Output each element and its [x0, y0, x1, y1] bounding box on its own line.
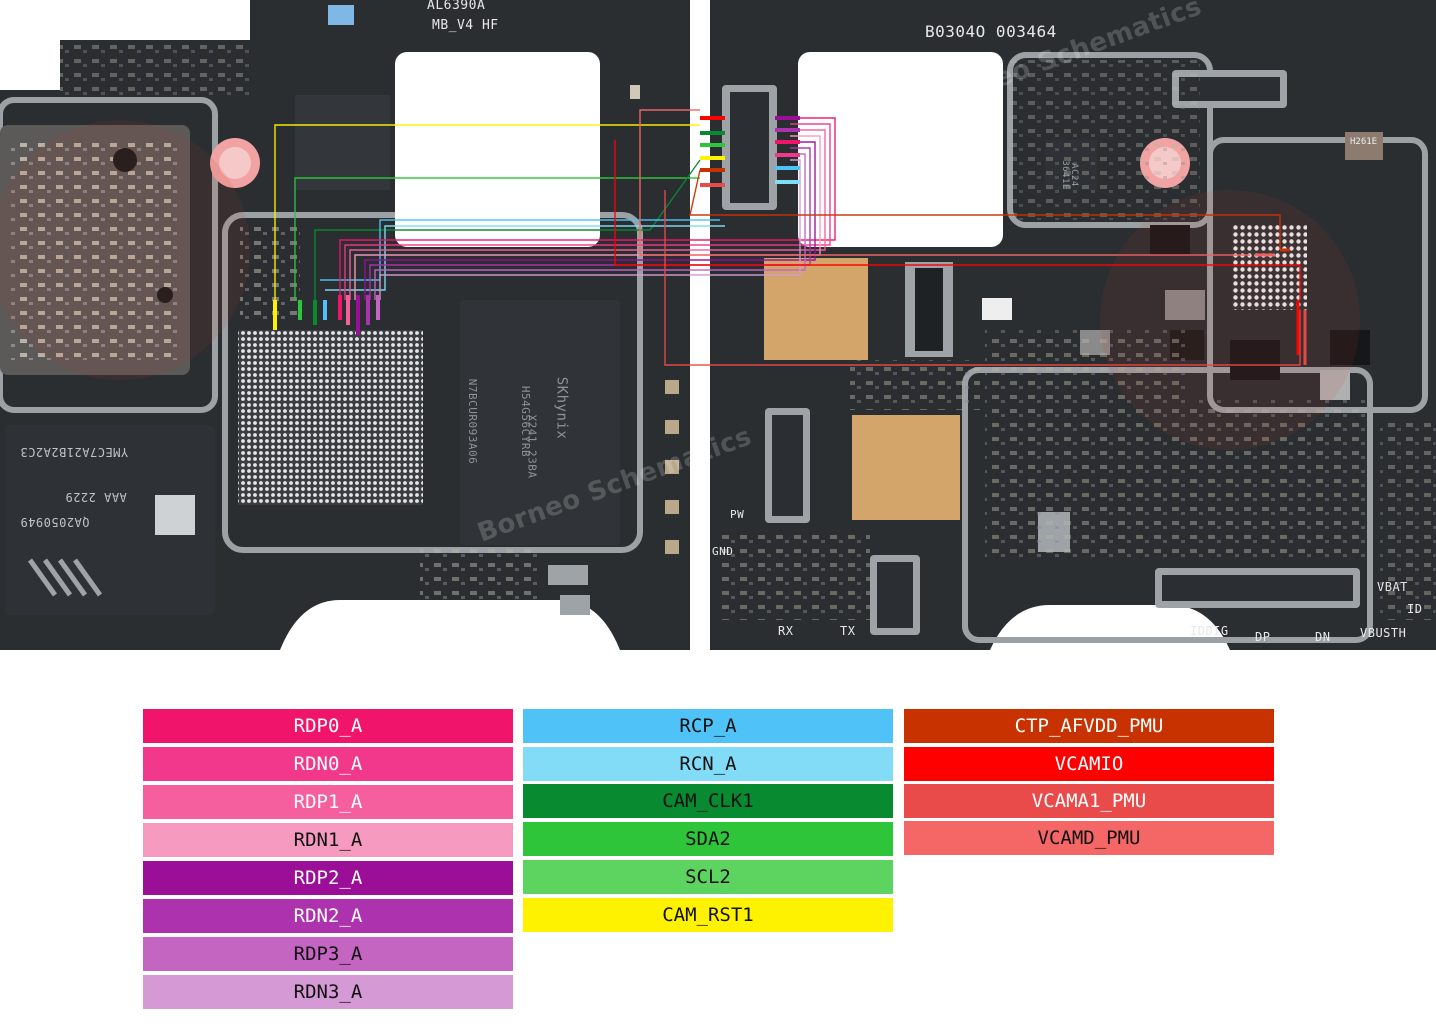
emmc-line2-label: AAA 2229	[65, 490, 127, 504]
legend-item: CTP_AFVDD_PMU	[904, 709, 1274, 743]
board-version-label: MB_V4 HF	[432, 18, 499, 33]
vbat-label: VBAT	[1377, 580, 1408, 594]
ram-code3-label: N7BCUR093A06	[466, 378, 480, 465]
legend-item: RDN3_A	[143, 975, 513, 1009]
ram-brand-label: SKhynix	[553, 376, 570, 440]
emmc-line3-label: QA2050949	[20, 515, 90, 529]
dn-label: DN	[1315, 630, 1331, 644]
board-serial-label: B0304O 003464	[925, 22, 1057, 41]
legend-item: RDP2_A	[143, 861, 513, 895]
gnd-label: GND	[712, 545, 734, 558]
legend-item: VCAMA1_PMU	[904, 784, 1274, 818]
ram-code2-label: X241 23BA	[525, 414, 539, 479]
pw-label: PW	[730, 508, 745, 521]
small-chip-label: H261E	[1350, 137, 1378, 147]
board-model-label: AL6390A	[427, 0, 486, 13]
pcb-drawing	[0, 0, 1436, 650]
iddig-label: IDDIG	[1190, 624, 1229, 638]
pcb-photo: AL6390A MB_V4 HF B0304O 003464 YMEC7A21B…	[0, 0, 1436, 650]
tx-label: TX	[840, 624, 856, 638]
legend-item: VCAMIO	[904, 747, 1274, 781]
id-label: ID	[1407, 602, 1423, 616]
legend-item: SCL2	[523, 860, 893, 894]
legend-item: CAM_RST1	[523, 898, 893, 932]
legend-item: RDP3_A	[143, 937, 513, 971]
legend-item: CAM_CLK1	[523, 784, 893, 818]
vbusth-label: VBUSTH	[1360, 626, 1407, 640]
legend-item: RCN_A	[523, 747, 893, 781]
legend-item: RCP_A	[523, 709, 893, 743]
legend-item: RDP1_A	[143, 785, 513, 819]
legend-item: SDA2	[523, 822, 893, 856]
legend-item: RDP0_A	[143, 709, 513, 743]
pmic-code2-label: AC24	[1068, 163, 1079, 187]
legend-item: RDN0_A	[143, 747, 513, 781]
legend-item: RDN2_A	[143, 899, 513, 933]
dp-label: DP	[1255, 630, 1271, 644]
legend-item: RDN1_A	[143, 823, 513, 857]
rx-label: RX	[778, 624, 794, 638]
legend-item: VCAMD_PMU	[904, 821, 1274, 855]
emmc-code-label: YMEC7A21B2A2C3	[20, 445, 129, 459]
